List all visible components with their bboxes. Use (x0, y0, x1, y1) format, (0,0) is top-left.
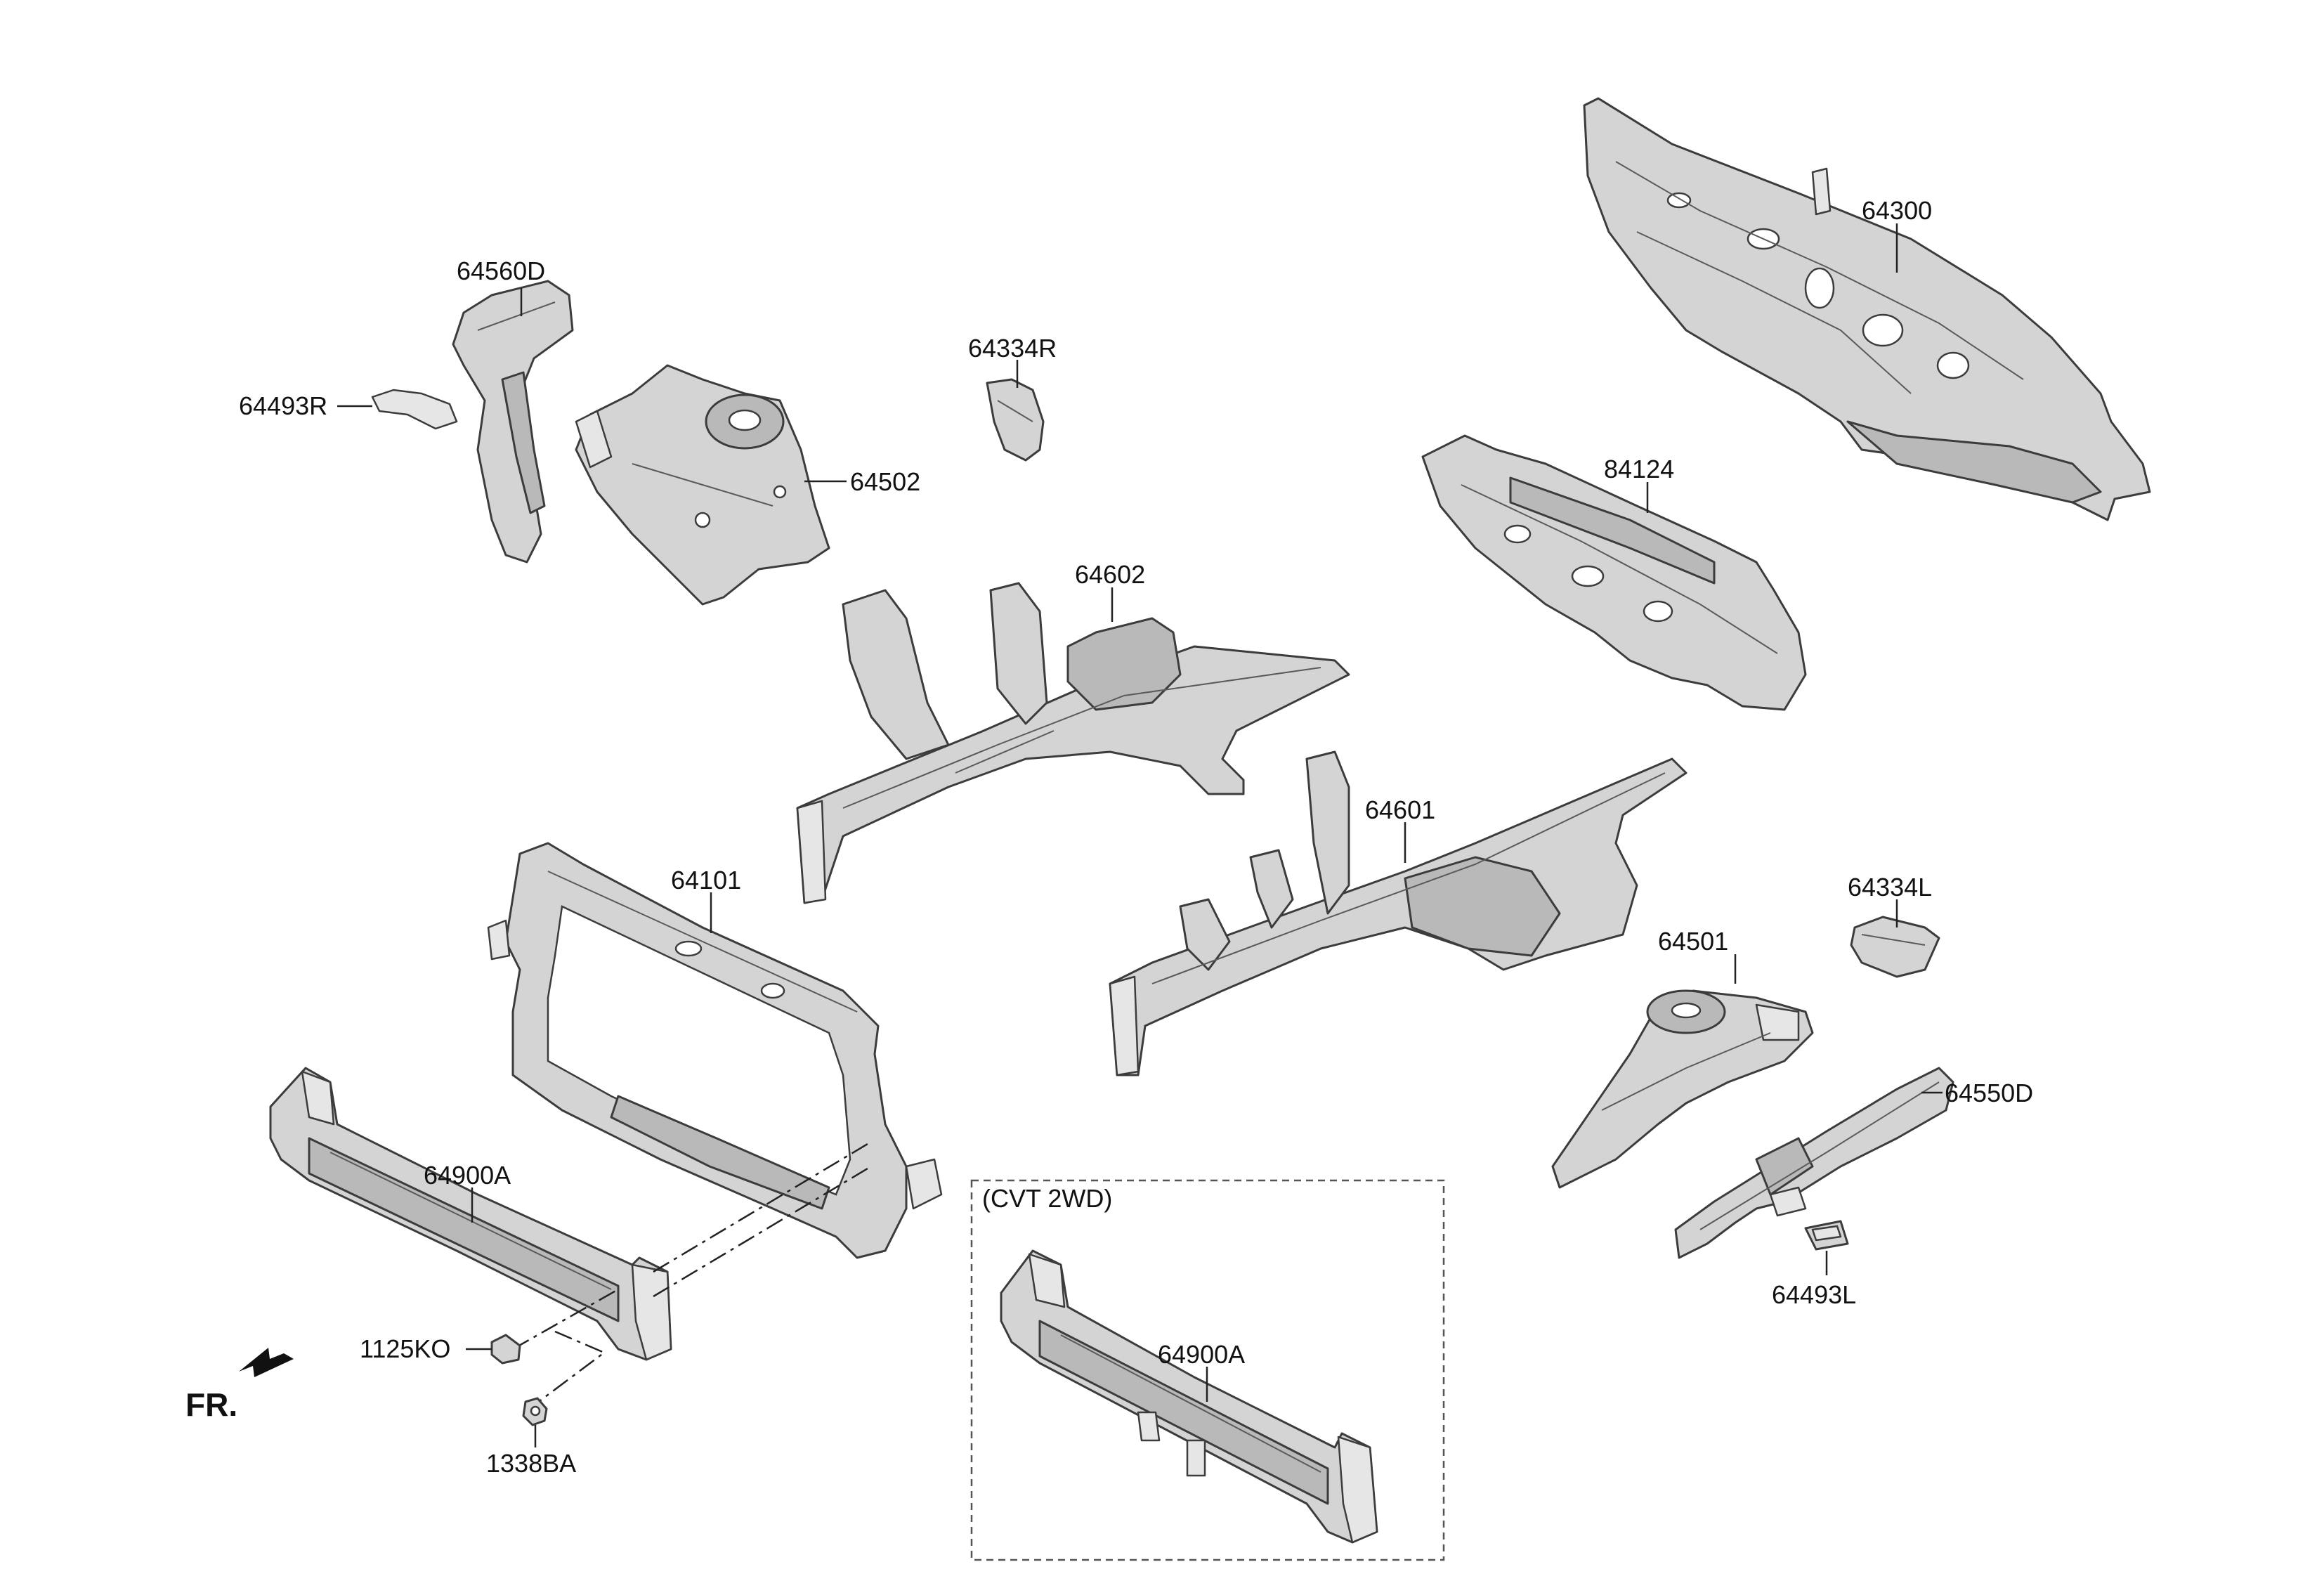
label-64602: 64602 (1075, 560, 1145, 589)
label-64493R: 64493R (239, 391, 327, 420)
part-64900A-bumper-beam-cvt[interactable] (1000, 1249, 1378, 1544)
label-64502: 64502 (850, 467, 920, 496)
label-64900A: 64900A (424, 1161, 511, 1190)
part-64601-side-member-lh[interactable] (1109, 750, 1687, 1076)
part-64493R-bracket[interactable] (371, 389, 458, 430)
part-1125KO-bolt[interactable] (490, 1334, 521, 1365)
label-64601: 64601 (1365, 795, 1435, 824)
assembly-chain-line-upper (653, 1140, 872, 1273)
label-1338BA: 1338BA (486, 1449, 576, 1478)
arrow-down-left-icon (239, 1348, 294, 1377)
part-64334R-bracket[interactable] (986, 378, 1045, 462)
part-64101-front-carrier[interactable] (487, 842, 943, 1259)
part-64502-wheel-house[interactable] (575, 364, 830, 606)
assembly-chain-line-bolt (512, 1288, 619, 1351)
label-64101: 64101 (671, 866, 741, 894)
part-64560D-upper-member[interactable] (452, 280, 574, 564)
label-64900A-cvt: 64900A (1158, 1340, 1245, 1369)
part-64550D-lower-member[interactable] (1674, 1067, 1954, 1259)
label-64560D: 64560D (457, 256, 545, 285)
assembly-chain-line-lower (653, 1165, 872, 1298)
label-64334R: 64334R (968, 334, 1057, 363)
part-64300-dash-panel[interactable] (1583, 97, 2151, 521)
front-label: FR. (185, 1386, 237, 1423)
label-84124: 84124 (1604, 455, 1674, 483)
part-84124-cowl-crossmember[interactable] (1421, 434, 1807, 711)
front-direction-indicator: FR. (185, 1348, 294, 1423)
assembly-chain-line-nut (533, 1330, 606, 1406)
label-1125KO: 1125KO (360, 1334, 450, 1363)
part-64493L-bracket[interactable] (1804, 1220, 1849, 1251)
label-64493L: 64493L (1772, 1280, 1856, 1309)
label-64300: 64300 (1862, 196, 1932, 225)
part-64334L-bracket[interactable] (1850, 916, 1940, 978)
part-64501-wheel-house[interactable] (1551, 989, 1814, 1189)
cvt-2wd-label: (CVT 2WD) (982, 1184, 1112, 1213)
label-64550D: 64550D (1945, 1079, 2033, 1107)
cvt-2wd-variant-box (970, 1179, 1445, 1561)
part-1338BA-nut[interactable] (522, 1397, 548, 1426)
part-64602-side-member-rh[interactable] (796, 582, 1350, 904)
label-64334L: 64334L (1848, 873, 1932, 902)
label-64501: 64501 (1658, 927, 1728, 956)
part-64900A-bumper-beam[interactable] (269, 1067, 672, 1361)
